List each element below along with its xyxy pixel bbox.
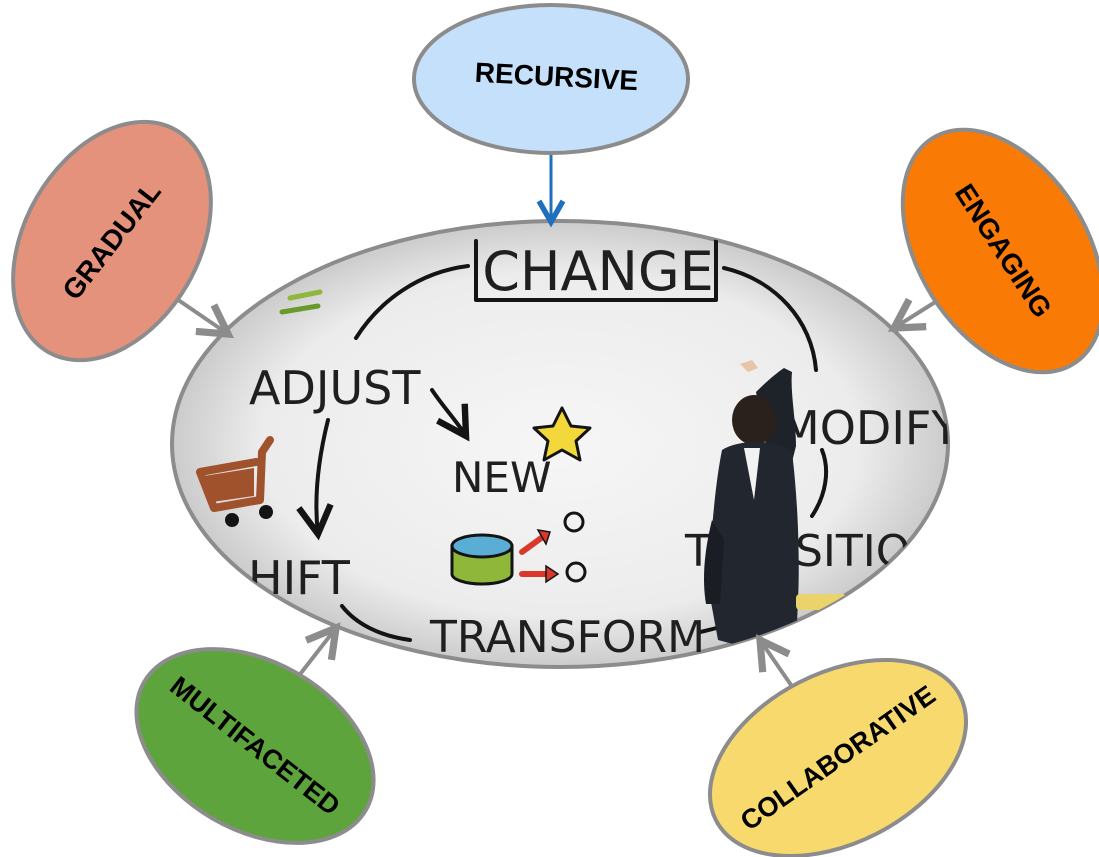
- bubble-multifaceted: MULTIFACETED: [134, 647, 376, 845]
- word-shift: HIFT: [248, 551, 351, 605]
- bubble-gradual-shape: [11, 119, 213, 363]
- word-change: CHANGE: [482, 240, 714, 303]
- bubble-recursive: RECURSIVE: [412, 3, 690, 155]
- arrow-multifaceted-icon: [292, 622, 341, 684]
- bubble-engaging-shape: [900, 127, 1099, 375]
- word-modify: MODIFY: [780, 401, 960, 455]
- bubble-engaging: ENGAGING: [900, 127, 1099, 375]
- word-adjust: ADJUST: [249, 361, 421, 415]
- star-icon: [532, 406, 592, 462]
- arrow-adjust-shift-icon: [296, 418, 334, 541]
- arrow-adjust-new-icon: [430, 388, 470, 442]
- green-marks-icon: [279, 289, 323, 315]
- center-image: CHANGE ADJUST NEW MODIFY HIFT T SITIO TR…: [170, 219, 960, 669]
- bubble-collaborative-shape: [707, 657, 969, 857]
- shopping-cart-icon: [196, 436, 274, 527]
- word-transform: TRANSFORM: [429, 612, 705, 663]
- word-transition-right: SITIO: [795, 526, 910, 577]
- bubble-collaborative: COLLABORATIVE: [707, 657, 969, 857]
- curve-shift-transform-icon: [340, 604, 412, 642]
- curve-modify-transition-icon: [810, 448, 829, 518]
- word-new: NEW: [452, 453, 551, 502]
- whiteboard-drawing: CHANGE ADJUST NEW MODIFY HIFT T SITIO TR…: [196, 239, 960, 663]
- curve-change-modify-icon: [722, 266, 818, 372]
- bubble-multifaceted-shape: [134, 647, 376, 845]
- change-box-icon: [474, 239, 718, 302]
- businessman-figure: [704, 360, 846, 648]
- cylinder-icon: [450, 533, 514, 586]
- red-arrows-icon: [519, 529, 560, 584]
- circle-bottom-icon: [565, 561, 587, 583]
- bubble-recursive-shape: [412, 3, 690, 155]
- curve-change-adjust-icon: [354, 264, 470, 340]
- bubble-gradual: GRADUAL: [11, 119, 213, 363]
- circle-top-icon: [563, 511, 585, 533]
